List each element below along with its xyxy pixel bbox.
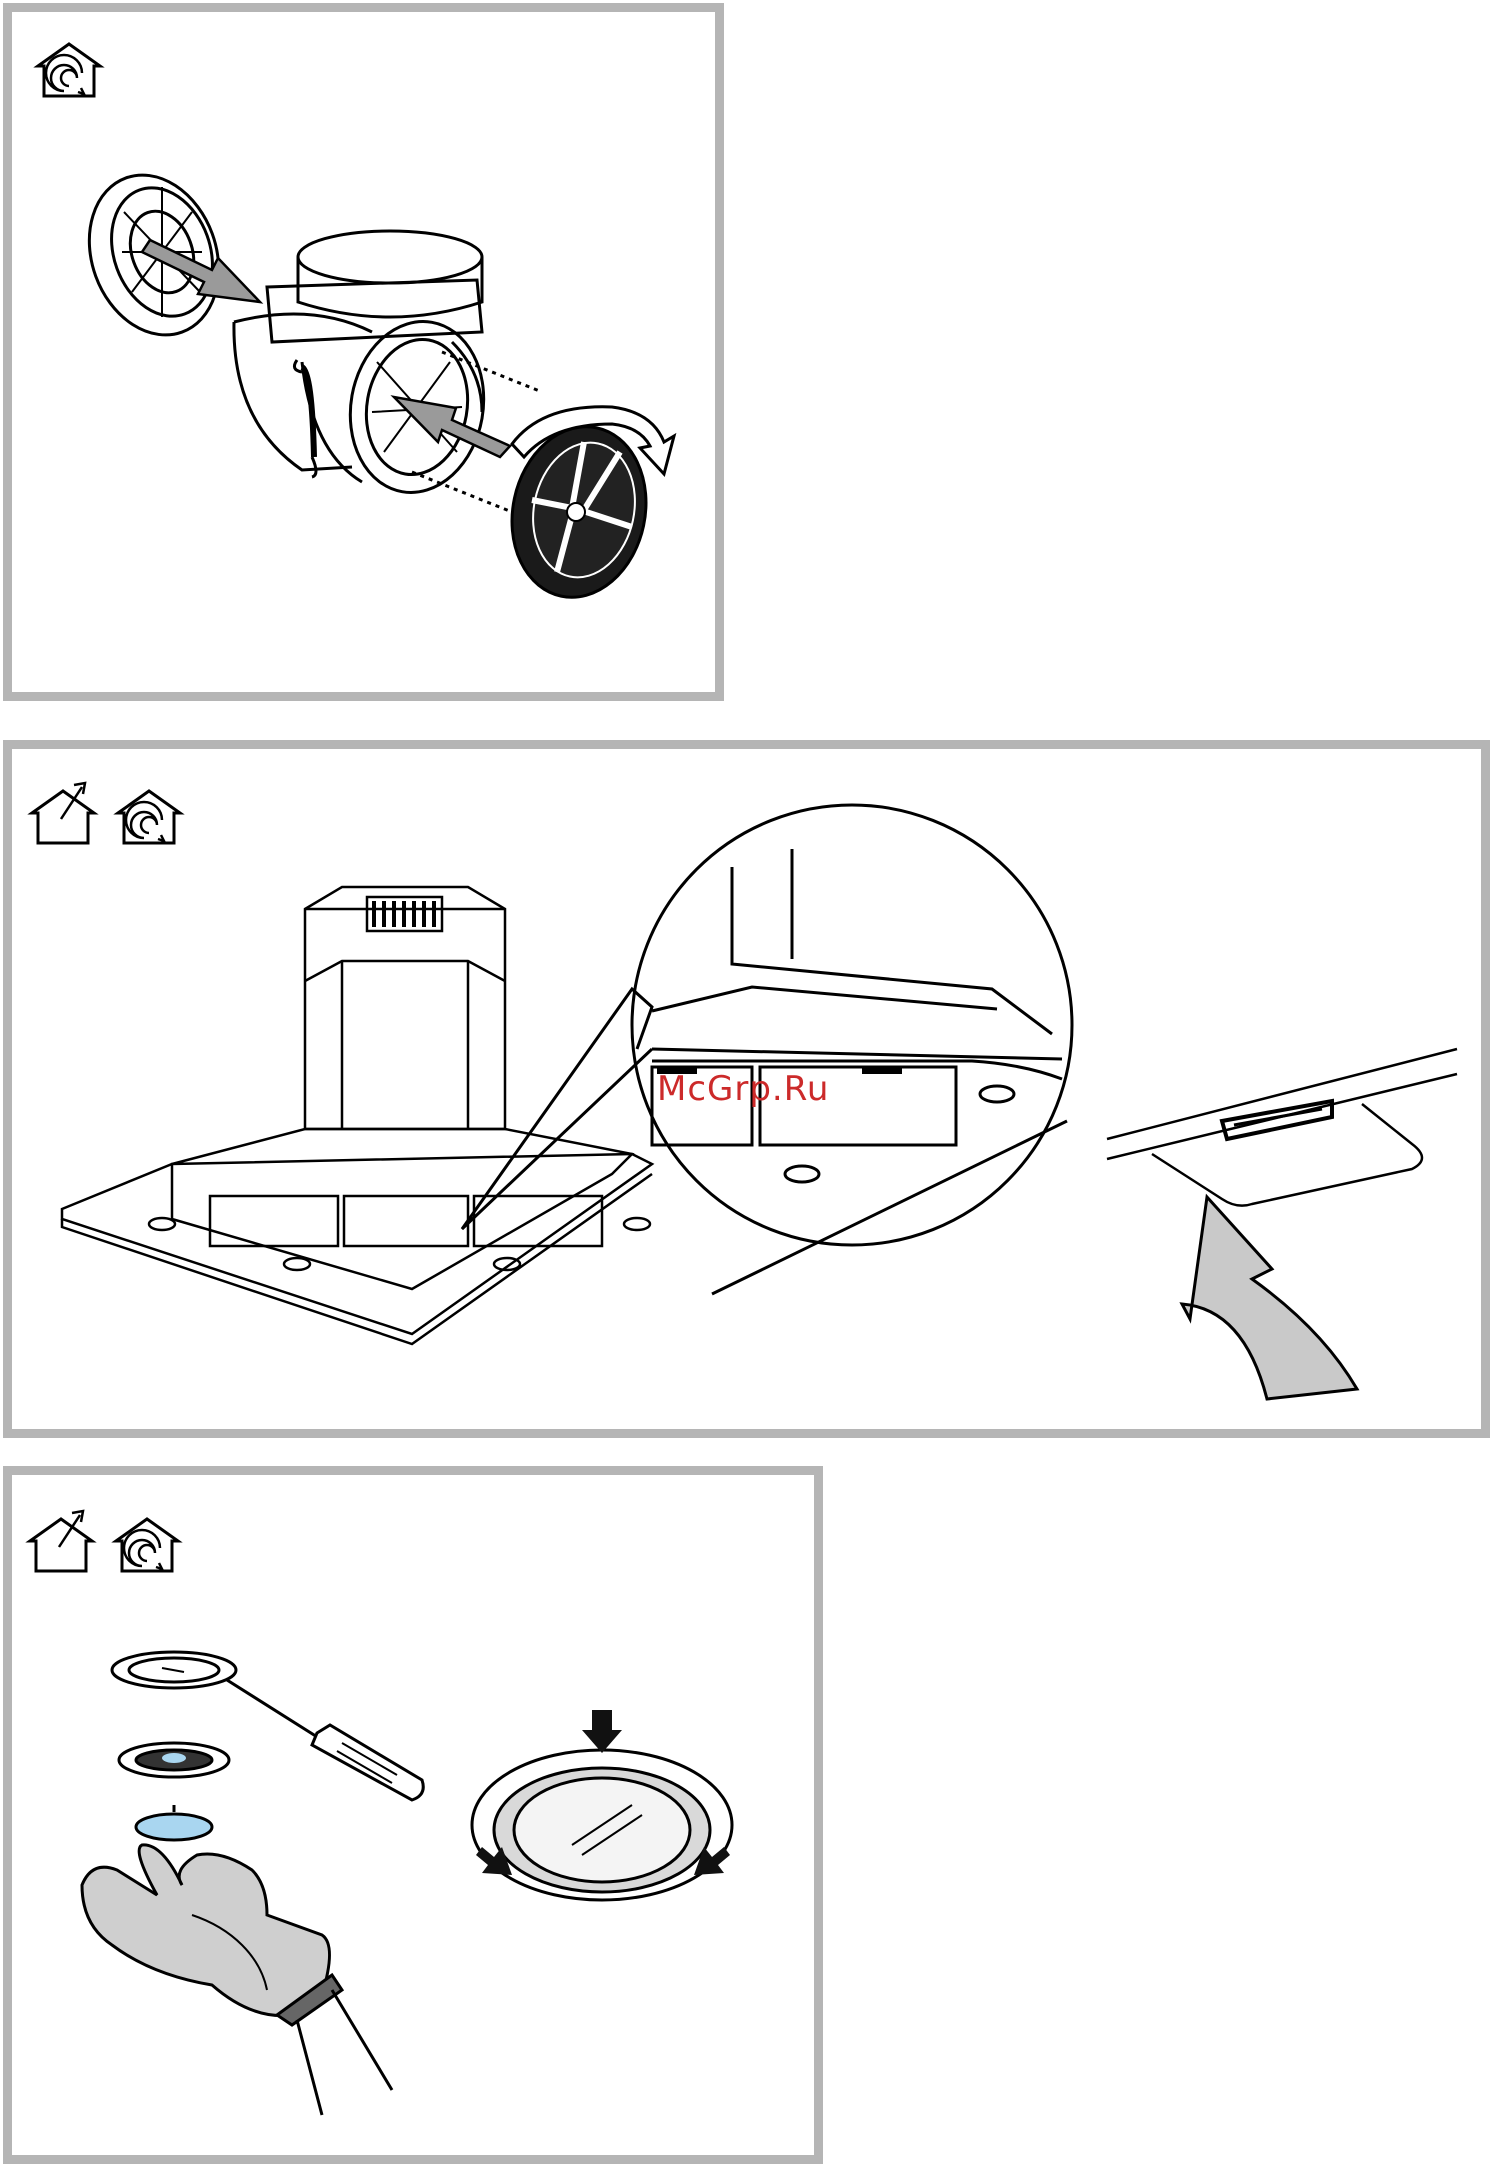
watermark: McGrp.Ru	[657, 1069, 829, 1109]
lamp-holder	[119, 1743, 229, 1777]
screwdriver-icon	[227, 1680, 423, 1800]
lamp-replacement-illustration	[12, 1475, 814, 2155]
press-arrow-top	[582, 1710, 622, 1753]
vent-grille	[367, 897, 442, 931]
gloved-hand	[82, 1845, 392, 2115]
lamp-glass-assembly	[472, 1750, 732, 1900]
recirculation-mode-icon	[118, 791, 180, 843]
cooker-hood	[62, 887, 652, 1344]
push-up-arrow	[1182, 1197, 1357, 1399]
lamp-cover-ring	[112, 1652, 236, 1688]
blower-motor-unit	[234, 231, 497, 503]
insert-arrow-right	[394, 397, 510, 457]
extraction-mode-icon	[30, 1511, 92, 1571]
panel-filter-installation	[3, 3, 724, 701]
recirculation-mode-icon	[38, 44, 100, 96]
halogen-lamp	[136, 1805, 212, 1840]
filter-installation-illustration	[12, 12, 715, 692]
panel-grease-filter-removal: McGrp.Ru	[3, 740, 1490, 1438]
filter-latch-detail	[1107, 1049, 1457, 1206]
panel-lamp-replacement	[3, 1466, 823, 2164]
recirculation-mode-icon	[116, 1519, 178, 1571]
detail-magnifier	[462, 805, 1072, 1294]
extraction-mode-icon	[32, 783, 94, 843]
